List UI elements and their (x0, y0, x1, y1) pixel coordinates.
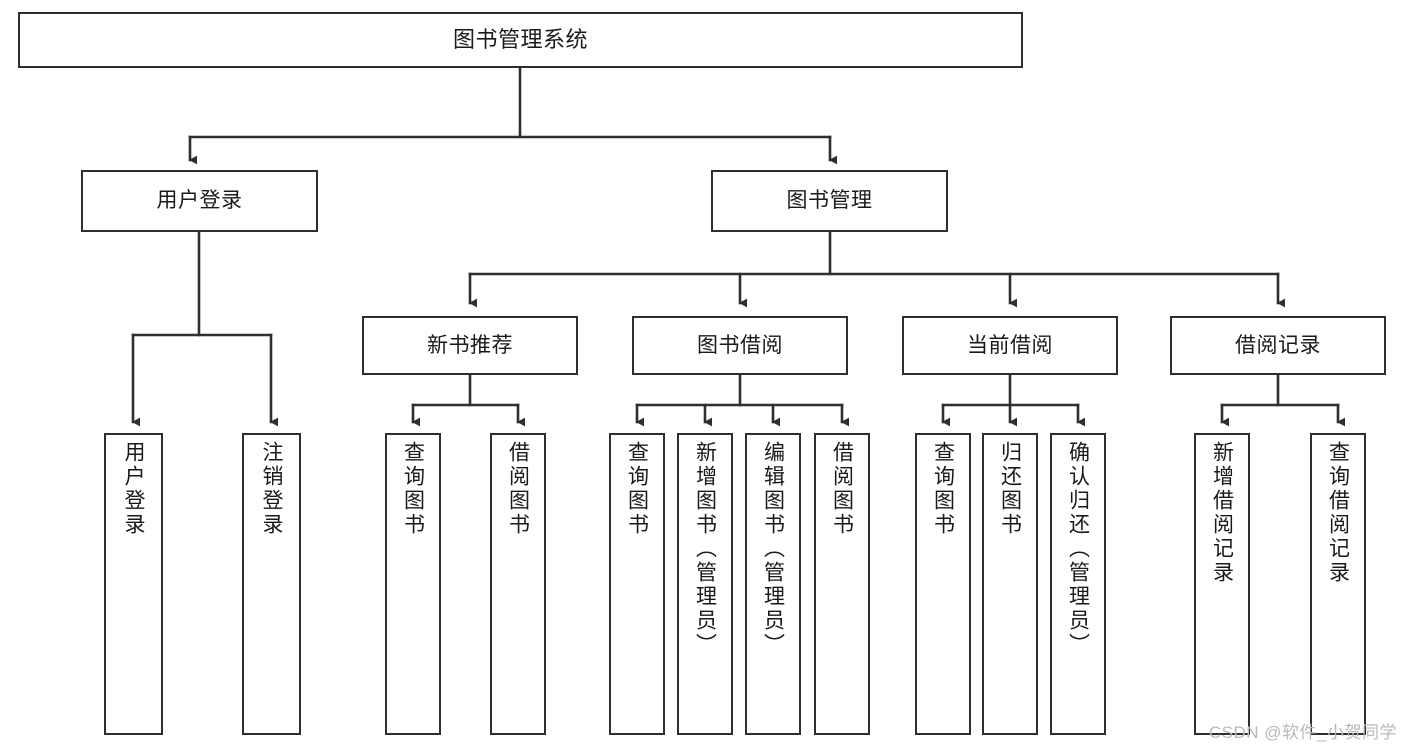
node-label: 当前借阅 (967, 333, 1053, 357)
node-label: 归还图书 (998, 441, 1022, 537)
node-current-borrow[interactable]: 当前借阅 (902, 316, 1118, 375)
node-leaf-confirm-return-admin[interactable]: 确认归还（管理员） (1050, 433, 1106, 735)
node-label: 新增借阅记录 (1210, 441, 1234, 585)
node-label: 查询图书 (931, 441, 955, 537)
node-label: 新书推荐 (427, 333, 513, 357)
node-label: 借阅图书 (830, 441, 854, 537)
node-label: 注销登录 (260, 441, 283, 537)
node-leaf-add-borrow-record[interactable]: 新增借阅记录 (1194, 433, 1250, 735)
node-label: 借阅图书 (506, 441, 530, 537)
node-leaf-borrow-book-recommend[interactable]: 借阅图书 (490, 433, 546, 735)
node-leaf-query-book-recommend[interactable]: 查询图书 (385, 433, 441, 735)
node-label: 查询图书 (401, 441, 425, 537)
node-new-book-recommend[interactable]: 新书推荐 (362, 316, 578, 375)
node-label: 确认归还（管理员） (1066, 441, 1090, 657)
node-label: 图书管理系统 (452, 26, 588, 52)
node-leaf-return-book[interactable]: 归还图书 (982, 433, 1038, 735)
node-label: 编辑图书（管理员） (761, 441, 785, 657)
node-leaf-edit-book-admin[interactable]: 编辑图书（管理员） (745, 433, 801, 735)
node-label: 查询借阅记录 (1326, 441, 1350, 585)
node-label: 图书借阅 (697, 333, 783, 357)
node-label: 图书管理 (786, 189, 873, 213)
node-leaf-query-book-current[interactable]: 查询图书 (915, 433, 971, 735)
node-root-book-management-system[interactable]: 图书管理系统 (18, 12, 1023, 68)
node-leaf-logout-login[interactable]: 注销登录 (242, 433, 301, 735)
node-book-borrow[interactable]: 图书借阅 (632, 316, 848, 375)
node-leaf-user-login[interactable]: 用户登录 (104, 433, 163, 735)
node-leaf-query-book-borrow[interactable]: 查询图书 (609, 433, 665, 735)
node-borrow-record[interactable]: 借阅记录 (1170, 316, 1386, 375)
node-leaf-add-book-admin[interactable]: 新增图书（管理员） (677, 433, 733, 735)
node-user-login[interactable]: 用户登录 (81, 170, 318, 232)
node-label: 查询图书 (625, 441, 649, 537)
node-label: 新增图书（管理员） (693, 441, 717, 657)
node-label: 借阅记录 (1235, 333, 1321, 357)
node-label: 用户登录 (122, 441, 145, 537)
node-book-management[interactable]: 图书管理 (711, 170, 948, 232)
node-label: 用户登录 (156, 189, 243, 213)
node-leaf-borrow-book[interactable]: 借阅图书 (814, 433, 870, 735)
node-leaf-query-borrow-record[interactable]: 查询借阅记录 (1310, 433, 1366, 735)
